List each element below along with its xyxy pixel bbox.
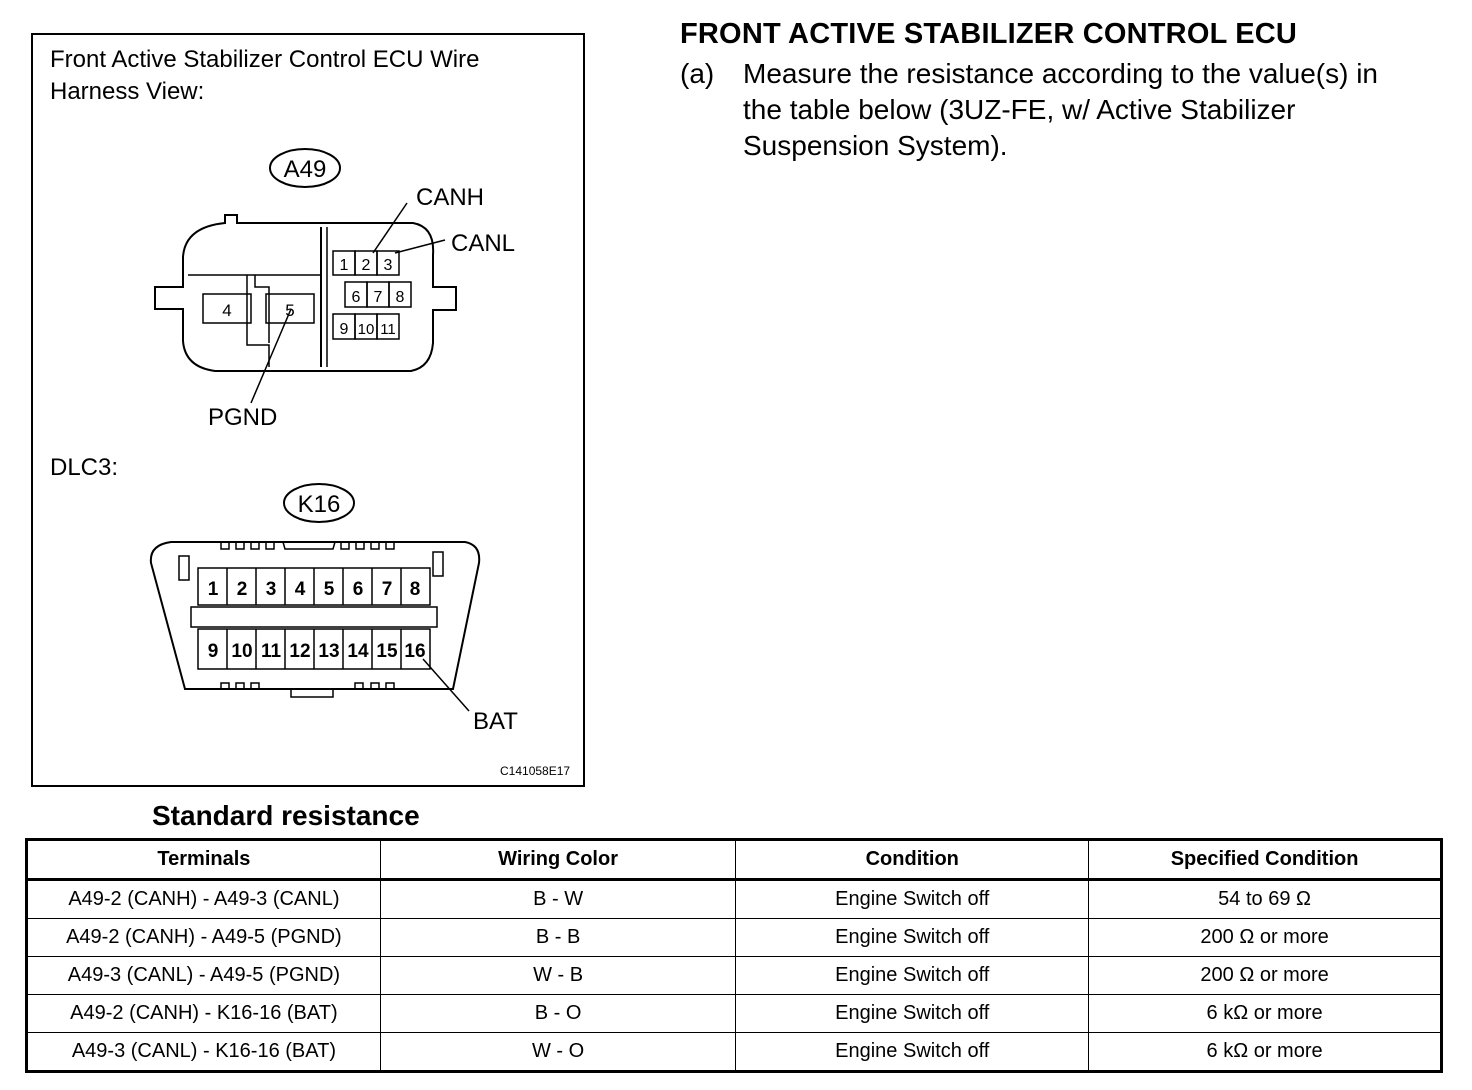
connector-k16-pin-label: 16 (404, 641, 425, 662)
cell-condition: Engine Switch off (735, 994, 1090, 1033)
connector-k16-pin-label: 12 (289, 641, 310, 662)
table-row: A49-2 (CANH) - K16-16 (BAT) B - O Engine… (26, 994, 1442, 1033)
cell-terminals: A49-2 (CANH) - K16-16 (BAT) (26, 994, 381, 1033)
connector-k16-pin-label: 13 (318, 641, 339, 662)
cell-wiring-color: W - O (379, 1032, 737, 1072)
cell-terminals: A49-2 (CANH) - A49-3 (CANL) (26, 879, 381, 919)
pgnd-leader-line (250, 308, 292, 404)
cell-specified-condition: 6 kΩ or more (1088, 994, 1442, 1033)
table-header-row: Terminals Wiring Color Condition Specifi… (26, 839, 1442, 881)
figure-title-line2: Harness View: (50, 78, 204, 105)
connector-k16: K16 1 2 3 4 5 6 7 (149, 483, 518, 735)
connector-a49-pin-8 (388, 281, 412, 308)
connector-a49-pin-label: 4 (222, 301, 231, 320)
standard-resistance-table: Terminals Wiring Color Condition Specifi… (25, 838, 1443, 1073)
connector-k16-pin-label: 7 (382, 579, 393, 600)
cell-wiring-color: B - B (379, 918, 737, 957)
cell-wiring-color: B - W (379, 879, 737, 919)
cell-terminals: A49-3 (CANL) - K16-16 (BAT) (26, 1032, 381, 1072)
cell-specified-condition: 200 Ω or more (1088, 918, 1442, 957)
figure-title-line1: Front Active Stabilizer Control ECU Wire (50, 46, 479, 73)
table-row: A49-3 (CANL) - A49-5 (PGND) W - B Engine… (26, 956, 1442, 995)
callout-bat: BAT (473, 708, 518, 735)
table-title: Standard resistance (152, 800, 420, 831)
figure-code: C141058E17 (500, 764, 570, 778)
table-row: A49-2 (CANH) - A49-3 (CANL) B - W Engine… (26, 879, 1442, 919)
connector-k16-pin-label: 10 (231, 641, 252, 662)
cell-terminals: A49-2 (CANH) - A49-5 (PGND) (26, 918, 381, 957)
table-row: A49-2 (CANH) - A49-5 (PGND) B - B Engine… (26, 918, 1442, 957)
connector-k16-body (149, 541, 481, 690)
column-header-condition: Condition (735, 839, 1090, 881)
connector-a49-key (246, 275, 270, 367)
cell-terminals: A49-3 (CANL) - A49-5 (PGND) (26, 956, 381, 995)
cell-specified-condition: 200 Ω or more (1088, 956, 1442, 995)
connector-a49-pin-label: 7 (374, 289, 383, 306)
cell-condition: Engine Switch off (735, 879, 1090, 919)
cell-specified-condition: 6 kΩ or more (1088, 1032, 1442, 1072)
step-text-line: Measure the resistance according to the … (743, 58, 1378, 89)
dlc3-label: DLC3: (50, 454, 118, 481)
connector-a49-pin-4 (202, 293, 252, 324)
cell-specified-condition: 54 to 69 Ω (1088, 879, 1442, 919)
connector-k16-pin-label: 1 (208, 579, 219, 600)
page-title: FRONT ACTIVE STABILIZER CONTROL ECU (680, 18, 1298, 50)
connector-a49-body (154, 214, 457, 372)
connector-diagram: Front Active Stabilizer Control ECU Wire… (50, 46, 570, 778)
callout-pgnd: PGND (208, 404, 277, 431)
cell-condition: Engine Switch off (735, 956, 1090, 995)
cell-wiring-color: B - O (379, 994, 737, 1033)
connector-k16-pin-label: 2 (237, 579, 248, 600)
connector-k16-pin-label: 4 (295, 579, 306, 600)
connector-k16-bottom-teeth (220, 682, 395, 698)
connector-k16-pin-label: 9 (208, 641, 219, 662)
step-text-line: Suspension System). (743, 130, 1008, 161)
column-header-terminals: Terminals (26, 839, 381, 881)
connector-k16-latch (178, 555, 190, 581)
step-label: (a) (680, 58, 715, 89)
connector-k16-pin-label: 6 (353, 579, 364, 600)
connector-k16-top-teeth (220, 541, 395, 550)
cell-condition: Engine Switch off (735, 1032, 1090, 1072)
connector-a49-pin-3 (376, 250, 400, 276)
callout-canl: CANL (451, 230, 515, 257)
connector-k16-pin-label: 5 (324, 579, 335, 600)
connector-figure: Front Active Stabilizer Control ECU Wire… (31, 33, 585, 787)
connector-a49-pin-5 (265, 293, 315, 324)
connector-k16-pin-label: 3 (266, 579, 277, 600)
column-header-specified-condition: Specified Condition (1088, 839, 1442, 881)
column-header-wiring-color: Wiring Color (379, 839, 737, 881)
connector-a49-pin-label: 3 (384, 257, 393, 274)
canl-leader-line (394, 239, 446, 254)
connector-k16-pin-label: 8 (410, 579, 421, 600)
connector-a49: A49 4 5 1 2 3 6 7 8 (154, 148, 515, 431)
connector-a49-pin-label: 9 (340, 321, 349, 338)
connector-k16-pin-label: 11 (261, 641, 282, 662)
connector-k16-rail (190, 606, 438, 628)
connector-k16-id: K16 (298, 491, 341, 518)
connector-a49-pin-label: 2 (362, 257, 371, 274)
bat-leader-line (422, 658, 470, 712)
connector-a49-pin-label: 11 (380, 321, 396, 338)
callout-canh: CANH (416, 184, 484, 211)
connector-k16-pin-label: 15 (376, 641, 398, 662)
connector-a49-pin-label: 10 (358, 321, 375, 338)
connector-k16-pin-label: 14 (347, 641, 369, 662)
connector-k16-latch (432, 551, 444, 577)
step-text-line: the table below (3UZ-FE, w/ Active Stabi… (743, 94, 1296, 125)
connector-a49-pin-label: 8 (396, 289, 405, 306)
connector-a49-pin-11 (376, 313, 400, 340)
cell-wiring-color: W - B (379, 956, 737, 995)
connector-k16-id-oval (283, 483, 355, 523)
canh-leader-line (372, 202, 408, 254)
table-row: A49-3 (CANL) - K16-16 (BAT) W - O Engine… (26, 1032, 1442, 1072)
connector-a49-id: A49 (284, 156, 327, 183)
connector-a49-id-oval (269, 148, 341, 188)
connector-a49-pin-label: 6 (352, 289, 361, 306)
cell-condition: Engine Switch off (735, 918, 1090, 957)
step-text: Measure the resistance according to the … (743, 56, 1463, 164)
connector-a49-pin-label: 1 (340, 257, 349, 274)
